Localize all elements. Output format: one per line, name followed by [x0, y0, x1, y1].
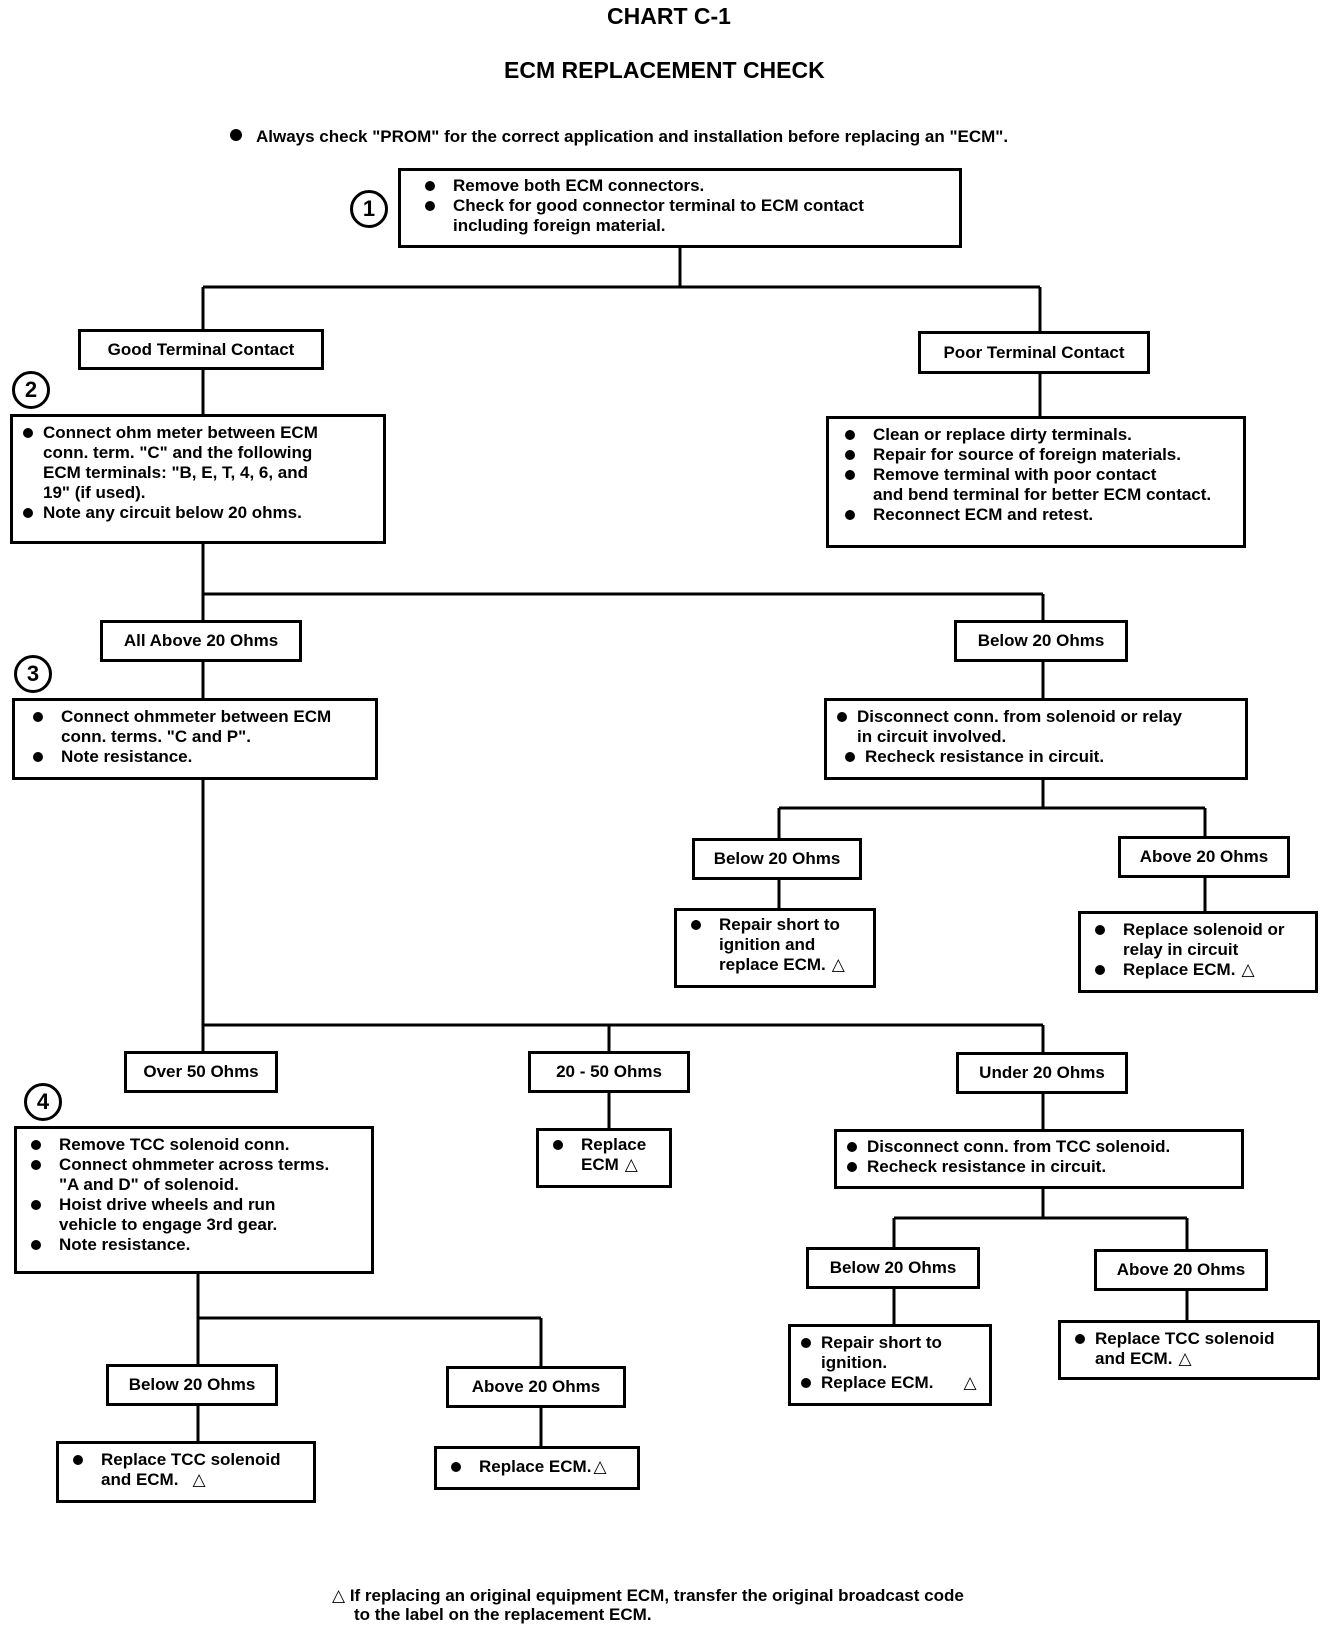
poor-action-1: Clean or replace dirty terminals.: [835, 425, 1235, 445]
repair-short-c-line-2: ignition.: [821, 1353, 888, 1372]
step-2-box: Connect ohm meter between ECM conn. term…: [10, 414, 386, 544]
step-1-box: Remove both ECM connectors. Check for go…: [398, 168, 962, 248]
replace-tcc-d-box: Replace TCC solenoid and ECM. △: [56, 1441, 316, 1503]
header-note: Always check "PROM" for the correct appl…: [230, 127, 1008, 147]
step-1-marker: 1: [350, 190, 388, 228]
replace-tcc-c-line-2: and ECM. △: [1073, 1349, 1309, 1369]
step-2-marker: 2: [12, 371, 50, 409]
repair-short-ign-line-3: replace ECM. △: [681, 955, 865, 975]
step-1-line-3: including foreign material.: [453, 216, 666, 235]
replace-ecm-d-line-1: Replace ECM.△: [441, 1457, 629, 1477]
repair-short-c-box: Repair short to ignition. Replace ECM. △: [788, 1324, 992, 1406]
step-2-line-3: ECM terminals: "B, E, T, 4, 6, and: [43, 463, 309, 482]
header-note-text: Always check "PROM" for the correct appl…: [256, 127, 1009, 146]
step-3-line-3: Note resistance.: [23, 747, 367, 767]
replace-tcc-d-line-2: and ECM. △: [63, 1470, 305, 1490]
repair-short-ign-line-2: ignition and: [719, 935, 816, 954]
poor-action-3-cont: and bend terminal for better ECM contact…: [873, 485, 1212, 504]
step-3-line-2: conn. terms. "C and P".: [61, 727, 251, 746]
step-3-marker: 3: [14, 655, 52, 693]
replace-ecm-mid-text: ECM: [581, 1155, 619, 1174]
triangle-icon: △: [963, 1373, 977, 1392]
step-3-line-1: Connect ohmmeter between ECM: [23, 707, 367, 727]
repair-short-c-text: Replace ECM.: [821, 1373, 934, 1392]
page-title: ECM REPLACEMENT CHECK: [504, 57, 825, 83]
above-20-box-c: Above 20 Ohms: [1094, 1249, 1268, 1291]
chart-id: CHART C-1: [607, 3, 731, 29]
under-20-box: Under 20 Ohms: [956, 1052, 1128, 1094]
repair-short-c-line-1: Repair short to: [799, 1333, 981, 1353]
footnote-line-1: △ If replacing an original equipment ECM…: [332, 1586, 964, 1605]
disconnect-solenoid-line-3: Recheck resistance in circuit.: [835, 747, 1237, 767]
all-above-20-box: All Above 20 Ohms: [100, 620, 302, 662]
replace-solenoid-line-3: Replace ECM. △: [1085, 960, 1307, 980]
above-20-box-d: Above 20 Ohms: [446, 1366, 626, 1408]
disconnect-solenoid-line-2: in circuit involved.: [857, 727, 1007, 746]
step-4-marker: 4: [24, 1083, 62, 1121]
disconnect-tcc-line-1: Disconnect conn. from TCC solenoid.: [845, 1137, 1233, 1157]
repair-short-ignition-box: Repair short to ignition and replace ECM…: [674, 908, 876, 988]
bullet-icon: [230, 129, 242, 141]
repair-short-ign-text: replace ECM.: [719, 955, 826, 974]
step-4-line-6: Note resistance.: [21, 1235, 363, 1255]
disconnect-tcc-line-2: Recheck resistance in circuit.: [845, 1157, 1233, 1177]
disconnect-solenoid-box: Disconnect conn. from solenoid or relay …: [824, 698, 1248, 780]
poor-action-2: Repair for source of foreign materials.: [835, 445, 1235, 465]
footnote-text-1: If replacing an original equipment ECM, …: [349, 1586, 964, 1605]
step-4-line-1: Remove TCC solenoid conn.: [21, 1135, 363, 1155]
step-1-line-2: Check for good connector terminal to ECM…: [415, 196, 951, 216]
step-4-line-4: Hoist drive wheels and run: [21, 1195, 363, 1215]
step-3-box: Connect ohmmeter between ECM conn. terms…: [12, 698, 378, 780]
poor-terminal-contact-box: Poor Terminal Contact: [918, 331, 1150, 374]
poor-action-4: Reconnect ECM and retest.: [835, 505, 1235, 525]
triangle-icon: △: [1178, 1349, 1192, 1368]
step-2-line-2: conn. term. "C" and the following: [43, 443, 313, 462]
replace-solenoid-relay-box: Replace solenoid or relay in circuit Rep…: [1078, 911, 1318, 993]
footnote-line-2: to the label on the replacement ECM.: [354, 1605, 652, 1624]
replace-tcc-c-text: and ECM.: [1095, 1349, 1173, 1368]
step-4-line-3: "A and D" of solenoid.: [59, 1175, 239, 1194]
disconnect-solenoid-line-1: Disconnect conn. from solenoid or relay: [835, 707, 1237, 727]
step-2-line-4: 19" (if used).: [43, 483, 146, 502]
step-4-line-5: vehicle to engage 3rd gear.: [59, 1215, 278, 1234]
triangle-icon: △: [192, 1470, 206, 1489]
step-4-box: Remove TCC solenoid conn. Connect ohmmet…: [14, 1126, 374, 1274]
repair-short-ign-line-1: Repair short to: [681, 915, 865, 935]
replace-ecm-d-box: Replace ECM.△: [434, 1446, 640, 1490]
repair-short-c-line-3: Replace ECM. △: [799, 1373, 981, 1393]
step-1-line-1: Remove both ECM connectors.: [415, 176, 951, 196]
good-terminal-contact-box: Good Terminal Contact: [78, 329, 324, 370]
replace-tcc-d-text: and ECM.: [101, 1470, 179, 1489]
replace-tcc-c-line-1: Replace TCC solenoid: [1073, 1329, 1309, 1349]
triangle-icon: △: [332, 1586, 346, 1605]
disconnect-tcc-box: Disconnect conn. from TCC solenoid. Rech…: [834, 1129, 1244, 1189]
step-4-line-2: Connect ohmmeter across terms.: [21, 1155, 363, 1175]
triangle-icon: △: [1241, 960, 1255, 979]
range-20-50-box: 20 - 50 Ohms: [528, 1051, 690, 1093]
replace-solenoid-line-1: Replace solenoid or: [1085, 920, 1307, 940]
over-50-box: Over 50 Ohms: [124, 1051, 278, 1093]
replace-ecm-mid-line-1: Replace: [543, 1135, 661, 1155]
step-2-line-5: Note any circuit below 20 ohms.: [21, 503, 375, 523]
replace-tcc-c-box: Replace TCC solenoid and ECM. △: [1058, 1320, 1320, 1380]
below-20-box-c: Below 20 Ohms: [806, 1247, 980, 1289]
footnote: △ If replacing an original equipment ECM…: [332, 1586, 964, 1624]
replace-ecm-mid-line-2: ECM △: [543, 1155, 661, 1175]
below-20-box-b: Below 20 Ohms: [692, 838, 862, 880]
replace-tcc-d-line-1: Replace TCC solenoid: [63, 1450, 305, 1470]
poor-action-3: Remove terminal with poor contact: [835, 465, 1235, 485]
replace-ecm-mid-box: Replace ECM △: [536, 1128, 672, 1188]
below-20-box-d: Below 20 Ohms: [106, 1364, 278, 1406]
replace-solenoid-text: Replace ECM.: [1123, 960, 1236, 979]
poor-contact-actions-box: Clean or replace dirty terminals. Repair…: [826, 416, 1246, 548]
replace-ecm-d-text: Replace ECM.: [479, 1457, 592, 1476]
step-2-line-1: Connect ohm meter between ECM: [21, 423, 375, 443]
triangle-icon: △: [624, 1155, 638, 1174]
below-20-box-a: Below 20 Ohms: [954, 620, 1128, 662]
triangle-icon: △: [831, 955, 845, 974]
above-20-box-b: Above 20 Ohms: [1118, 836, 1290, 878]
triangle-icon: △: [593, 1457, 607, 1476]
replace-solenoid-line-2: relay in circuit: [1123, 940, 1239, 959]
